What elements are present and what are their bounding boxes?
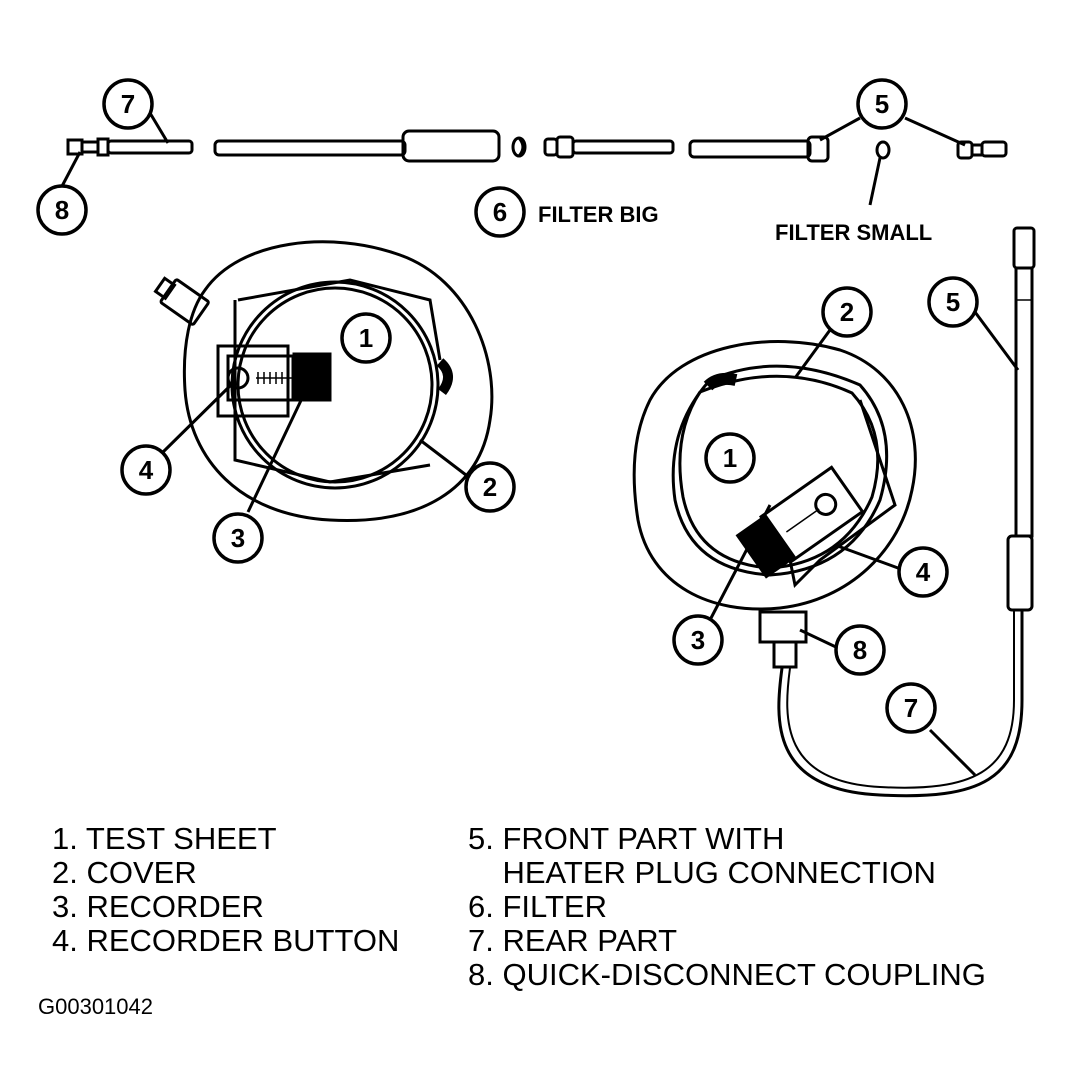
tube-long	[213, 139, 407, 157]
gauge-right-recorder-group	[735, 465, 865, 579]
callout-top-5-label: 5	[875, 89, 889, 119]
callout-right-8	[834, 624, 886, 676]
callout-top-8-label: 8	[55, 195, 69, 225]
callout-right-1	[704, 432, 756, 484]
legend-item: 1. TEST SHEET	[52, 821, 277, 856]
callout-top-7	[102, 78, 154, 130]
gauge-right-recorder	[735, 513, 797, 579]
tester-diagram: 7 8 6 5 1 4 2 3 2 5 1 4 3 8 7 FILTER BIG…	[36, 78, 1036, 798]
callout-right-7	[885, 682, 937, 734]
tube-front	[688, 135, 830, 163]
callout-right-2-label: 2	[840, 297, 854, 327]
gauge-left-button	[226, 366, 250, 390]
gauge-left	[153, 240, 494, 522]
legend-item: 7. REAR PART	[468, 923, 678, 958]
gauge-left-sheet	[230, 280, 440, 490]
callout-right-5-label: 5	[946, 287, 960, 317]
callout-left-3-label: 3	[231, 523, 245, 553]
gauge-left-outer	[182, 240, 494, 522]
rear-hose	[777, 610, 1024, 798]
gauge-left-port	[153, 276, 210, 326]
callout-top-5	[856, 78, 908, 130]
legend-item: 8. QUICK-DISCONNECT COUPLING	[468, 957, 986, 992]
callout-right-1-label: 1	[723, 443, 737, 473]
coupling-small-right	[956, 140, 1008, 160]
legend-item: HEATER PLUG CONNECTION	[468, 855, 936, 890]
callout-top-6-label: 6	[493, 197, 507, 227]
gauge-right-outer	[632, 340, 917, 611]
callout-right-5	[927, 276, 979, 328]
callout-right-4	[897, 546, 949, 598]
connector-short	[543, 135, 675, 159]
callouts	[36, 78, 979, 734]
filter-small	[875, 140, 891, 160]
callout-top-6	[474, 186, 526, 238]
callout-left-2	[464, 461, 516, 513]
legend-item: 3. RECORDER	[52, 889, 264, 924]
legend-item: 6. FILTER	[468, 889, 607, 924]
figure-id: G00301042	[38, 994, 153, 1019]
callout-right-2	[821, 286, 873, 338]
callout-right-8-label: 8	[853, 635, 867, 665]
legend-item: 4. RECORDER BUTTON	[52, 923, 400, 958]
callout-left-1	[340, 312, 392, 364]
coupling-small-left	[66, 137, 194, 157]
gauge-right-coupling	[758, 610, 808, 669]
tube-sleeve	[401, 129, 501, 163]
top-parts	[58, 112, 1008, 206]
callout-left-2-label: 2	[483, 472, 497, 502]
callout-top-7-label: 7	[121, 89, 135, 119]
filter-big	[511, 136, 527, 158]
callout-left-4-label: 4	[139, 455, 154, 485]
callout-left-4	[120, 444, 172, 496]
callout-right-3	[672, 614, 724, 666]
filter-small-label: FILTER SMALL	[775, 220, 932, 245]
gauge-left-recorder	[292, 352, 332, 402]
callout-right-4-label: 4	[916, 557, 931, 587]
callout-left-1-label: 1	[359, 323, 373, 353]
filter-big-label: FILTER BIG	[538, 202, 659, 227]
callout-right-7-label: 7	[904, 693, 918, 723]
legend-item: 2. COVER	[52, 855, 197, 890]
callout-right-3-label: 3	[691, 625, 705, 655]
front-part	[1006, 226, 1036, 612]
gauge-right	[632, 226, 1036, 798]
gauge-right-button	[814, 492, 838, 516]
callout-left-3	[212, 512, 264, 564]
callout-top-8	[36, 184, 88, 236]
legend-item: 5. FRONT PART WITH	[468, 821, 785, 856]
